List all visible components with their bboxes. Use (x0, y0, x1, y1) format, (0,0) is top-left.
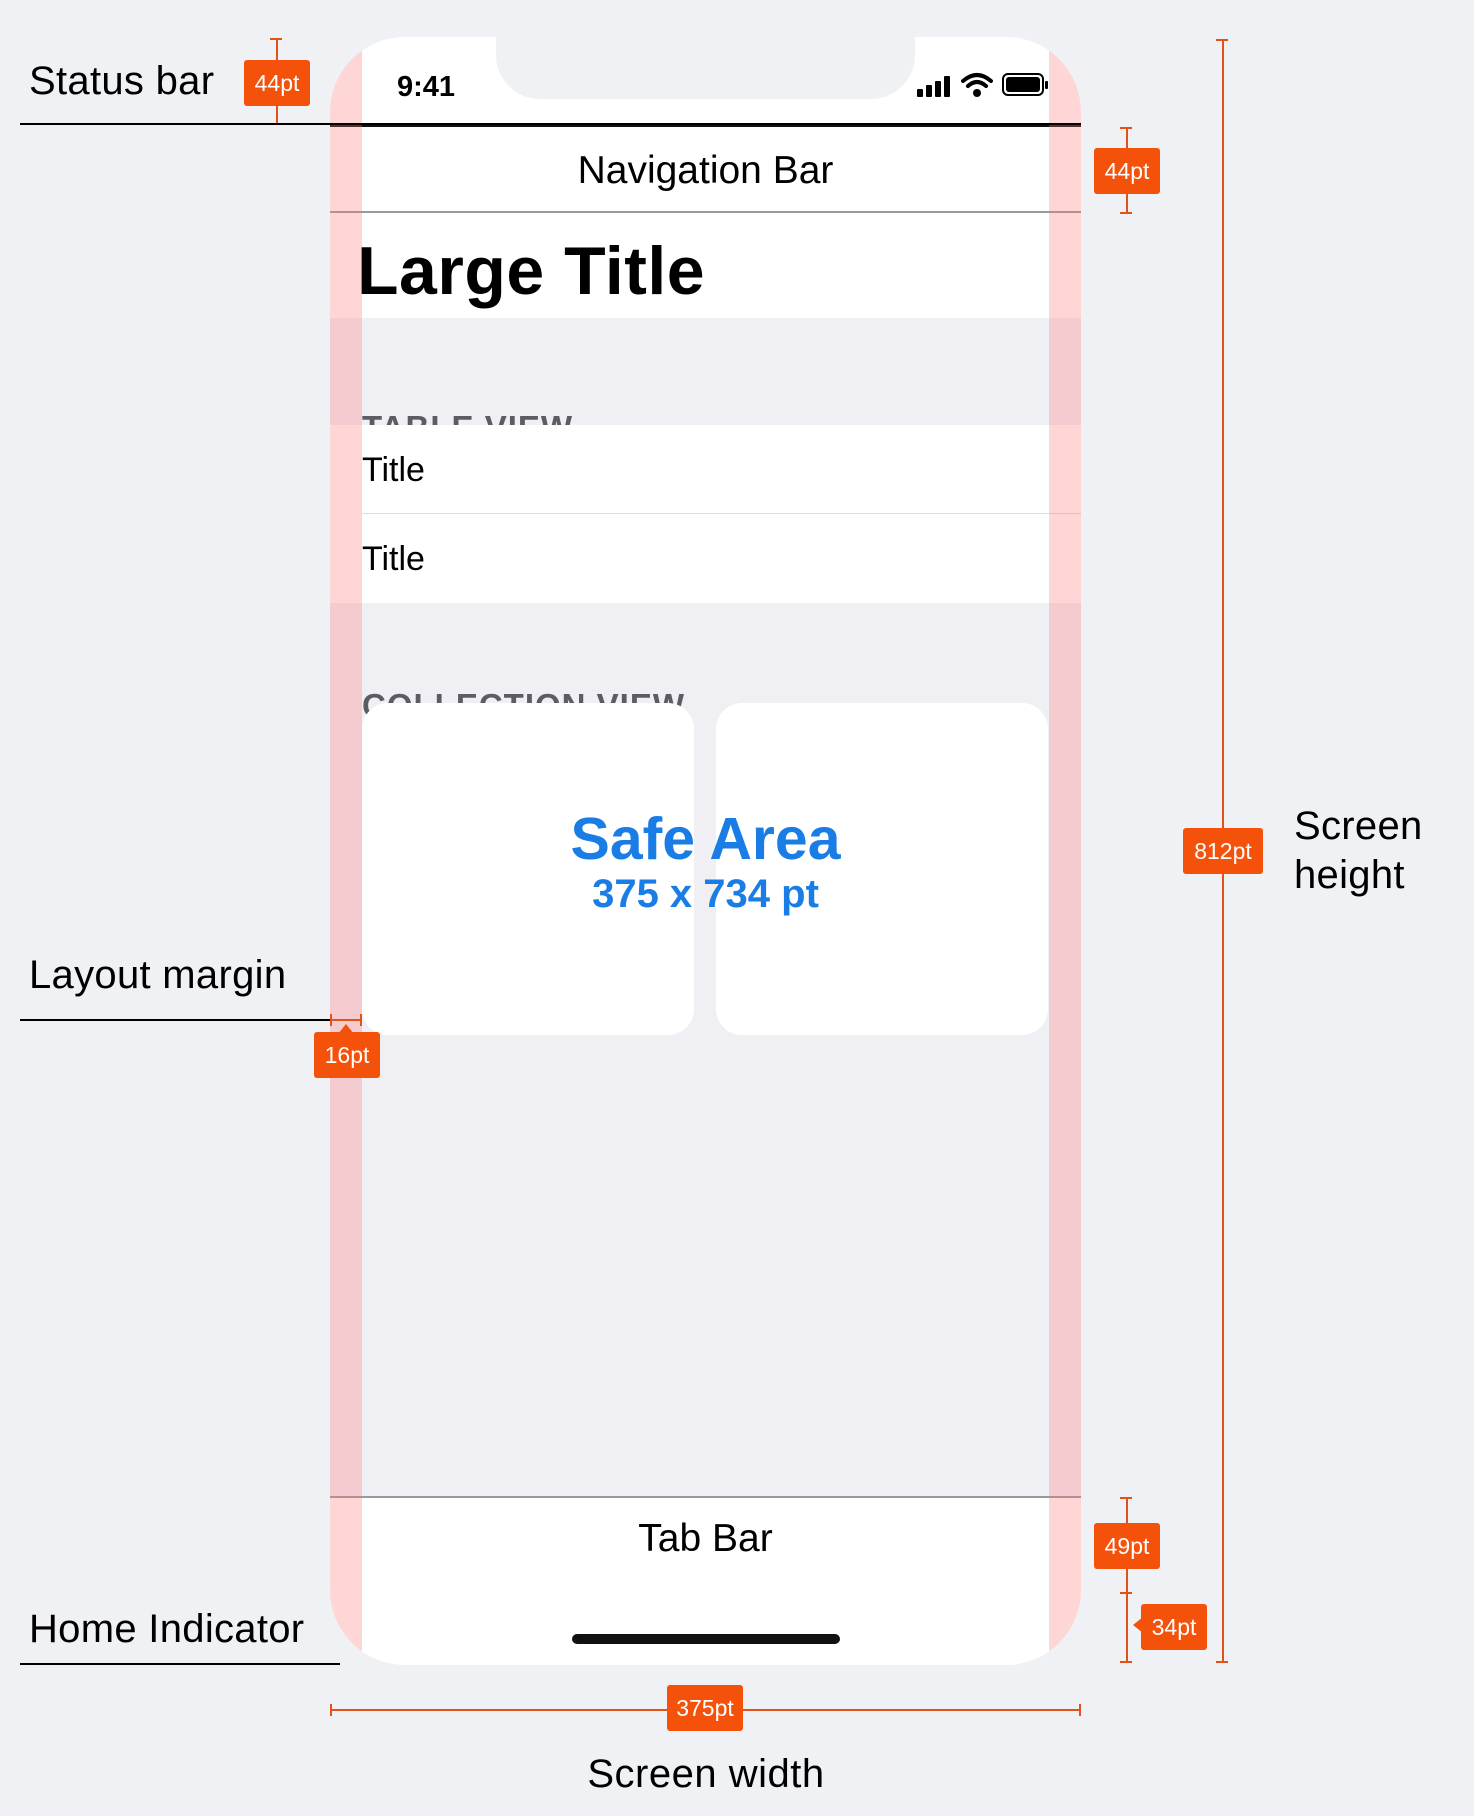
screen-height-label-line2: height (1294, 853, 1405, 897)
layout-margin-rule (20, 1019, 360, 1021)
tab-bar-badge: 49pt (1094, 1523, 1160, 1569)
phone-screen: 9:41 Navigation Bar Large Title TABLE VI… (330, 37, 1081, 1665)
table-row-title: Title (362, 451, 425, 489)
dimension-tick (1120, 1592, 1132, 1594)
dimension-tick (1120, 212, 1132, 214)
nav-bar-badge: 44pt (1094, 148, 1160, 194)
tab-bar-title: Tab Bar (638, 1517, 773, 1560)
notch (496, 37, 915, 99)
dimension-tick (1120, 1661, 1132, 1663)
home-indicator-dimension-line (1126, 1594, 1128, 1662)
safe-area-size: 375 x 734 pt (592, 872, 819, 916)
badge-pointer (1133, 1617, 1143, 1633)
dimension-tick (1120, 1497, 1132, 1499)
cellular-signal-icon (917, 76, 950, 97)
table-row[interactable]: Title (330, 514, 1081, 603)
dimension-tick (270, 38, 282, 40)
safe-area-title: Safe Area (570, 806, 841, 872)
dimension-tick (330, 1014, 332, 1026)
collection-cell[interactable] (716, 703, 1048, 1035)
home-indicator-label: Home Indicator (29, 1607, 305, 1651)
badge-pointer (338, 1024, 354, 1034)
wifi-icon (961, 73, 993, 97)
dimension-tick (1216, 1661, 1228, 1663)
screen-width-badge: 375pt (667, 1685, 743, 1731)
table-row-title: Title (362, 540, 425, 578)
status-bar-label: Status bar (29, 59, 215, 103)
left-layout-margin-overlay (330, 37, 362, 1665)
dimension-tick (360, 1014, 362, 1026)
battery-icon (1002, 73, 1048, 96)
home-indicator[interactable] (572, 1634, 840, 1644)
dimension-tick (330, 1704, 332, 1716)
home-indicator-badge: 34pt (1141, 1604, 1207, 1650)
status-bar-rule (20, 123, 1081, 125)
screen-height-badge: 812pt (1183, 828, 1263, 874)
status-bar-badge: 44pt (244, 60, 310, 106)
dimension-tick (1120, 127, 1132, 129)
row-separator (362, 513, 1081, 514)
layout-margin-badge: 16pt (314, 1032, 380, 1078)
status-time: 9:41 (397, 71, 456, 103)
dimension-tick (1216, 39, 1228, 41)
large-title: Large Title (357, 233, 706, 309)
large-title-area (330, 213, 1081, 318)
layout-margin-label: Layout margin (29, 953, 287, 997)
layout-margin-dimension-line (330, 1019, 362, 1021)
navigation-bar-title: Navigation Bar (577, 149, 834, 192)
navigation-bar (330, 125, 1081, 213)
collection-cell[interactable] (362, 703, 694, 1035)
dimension-tick (1079, 1704, 1081, 1716)
table-row[interactable]: Title (330, 425, 1081, 514)
right-layout-margin-overlay (1049, 37, 1081, 1665)
screen-width-label: Screen width (587, 1752, 825, 1796)
home-indicator-rule (20, 1663, 340, 1665)
screen-height-label-line1: Screen (1294, 804, 1423, 848)
